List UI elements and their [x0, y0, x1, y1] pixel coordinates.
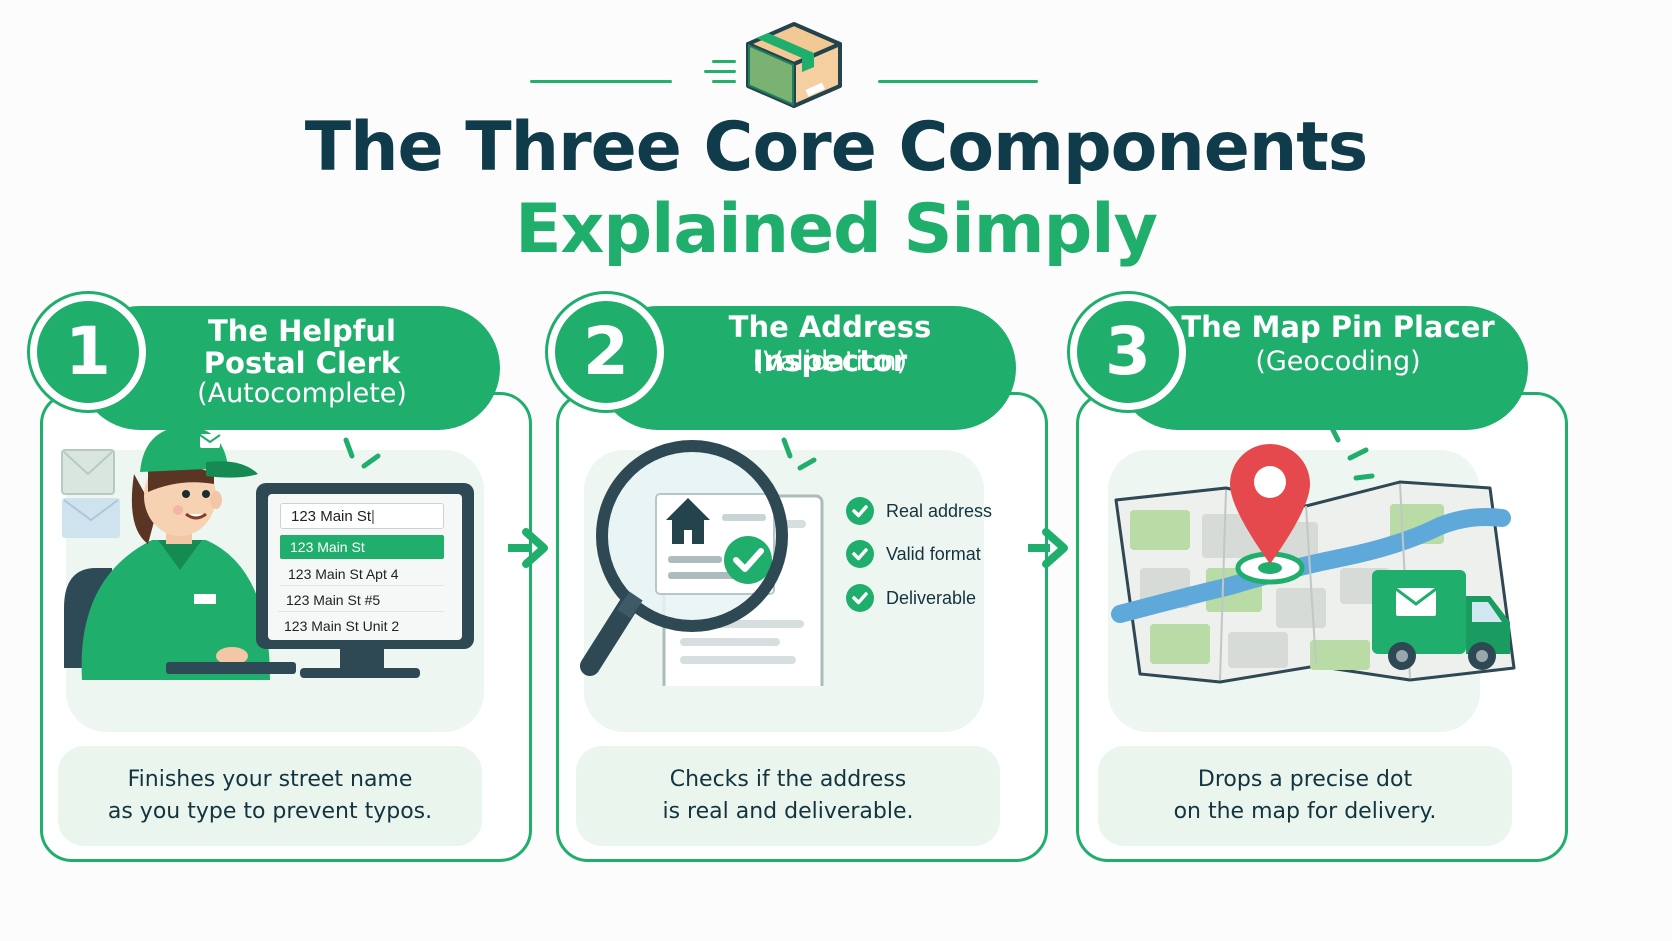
box-icon [746, 22, 842, 108]
step-number-badge: 2 [548, 294, 664, 410]
check-label: Valid format [886, 543, 981, 564]
card-description: Drops a precise dot on the map for deliv… [1098, 746, 1512, 846]
card-title: Postal Clerk [203, 346, 401, 380]
check-circle-icon [846, 497, 874, 525]
check-item: Deliverable [846, 584, 976, 612]
monitor-stand [340, 648, 384, 670]
check-item: Valid format [846, 540, 981, 568]
check-label: Real address [886, 500, 993, 521]
arrow-right-icon [1028, 528, 1068, 568]
speed-line [712, 60, 736, 63]
description-line: Finishes your street name [127, 767, 413, 792]
card-banner [78, 306, 500, 430]
check-label: Deliverable [886, 587, 977, 608]
speed-line [712, 80, 736, 83]
postal-clerk-illustration [61, 426, 381, 680]
magnifier-document-illustration [580, 437, 824, 686]
page-title: The Three Core Components [304, 108, 1369, 187]
suggestion-item-selected[interactable]: 123 Main St [280, 535, 444, 559]
card-banner [596, 306, 1016, 430]
suggestion-item[interactable]: 123 Main St Apt 4 [280, 562, 444, 586]
header-rule-right [878, 80, 1038, 83]
suggestion-item[interactable]: 123 Main St Unit 2 [284, 618, 400, 634]
speed-line [704, 70, 736, 73]
description-line: as you type to prevent typos. [107, 799, 433, 824]
card-subtitle: (Geocoding) [1255, 346, 1421, 377]
card-banner [1116, 306, 1528, 430]
card-title: The Address Inspector [728, 310, 932, 378]
monitor-base [300, 668, 420, 678]
suggestion-item[interactable]: 123 Main St #5 [278, 588, 444, 612]
card-title: The Map Pin Placer [1181, 310, 1495, 344]
description-line: Drops a precise dot [1197, 767, 1413, 792]
description-line: on the map for delivery. [1173, 799, 1437, 824]
arrow-right-icon [508, 528, 548, 568]
card-subtitle: (Autocomplete) [197, 378, 407, 409]
step-number-badge: 1 [30, 294, 146, 410]
card-description: Finishes your street name as you type to… [58, 746, 482, 846]
description-line: is real and deliverable. [662, 799, 914, 824]
card-subtitle: (Validation) [752, 346, 908, 377]
page-subtitle: Explained Simply [515, 190, 1158, 269]
check-item: Real address [846, 497, 992, 525]
text-cursor: | [371, 508, 375, 525]
check-circle-icon [846, 540, 874, 568]
map-pin-truck-illustration [1111, 421, 1516, 684]
card-description: Checks if the address is real and delive… [576, 746, 1000, 846]
card-title: The Helpful [207, 314, 397, 348]
step-number-badge: 3 [1070, 294, 1186, 410]
address-input-value: 123 Main St [291, 508, 372, 525]
address-search-input[interactable]: 123 Main St| [280, 503, 444, 529]
check-circle-icon [846, 584, 874, 612]
header-rule-left [530, 80, 672, 83]
description-line: Checks if the address [669, 767, 907, 792]
